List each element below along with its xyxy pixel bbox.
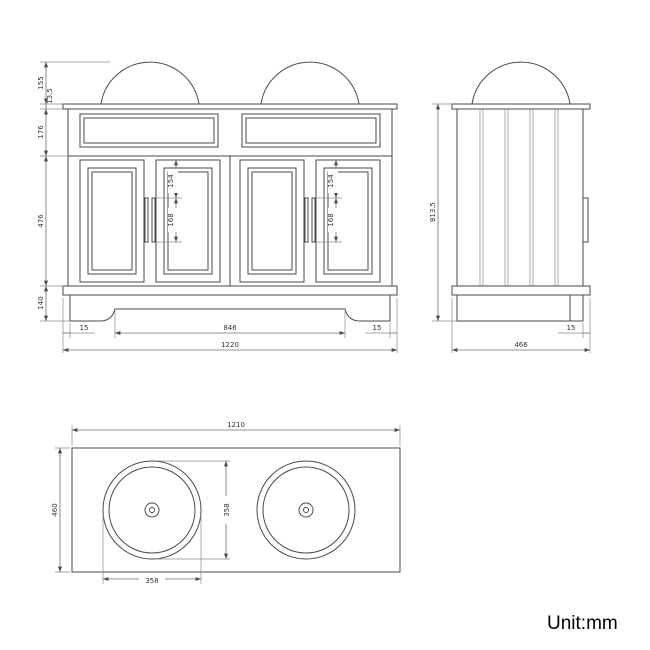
label-mask xyxy=(221,496,231,524)
door-1 xyxy=(79,159,145,283)
door-handle-left-b xyxy=(151,197,156,243)
plan-extension-lines xyxy=(55,425,401,584)
dim-front-overhang: 15 xyxy=(567,324,576,332)
top-rail-panel-left-inner xyxy=(83,117,215,144)
basin-drain-center xyxy=(303,507,309,513)
label-mask xyxy=(139,575,165,585)
dim-basin-diameter: 358 xyxy=(145,577,158,585)
top-rail-panel-left xyxy=(79,113,219,148)
door-panel xyxy=(323,167,373,275)
dim-top-rail-height: 176 xyxy=(37,125,45,139)
basin-drain-center xyxy=(149,507,155,513)
front-view: 155 13.5 176 476 140 154 168 154 168 15 … xyxy=(37,61,398,353)
plan-dimensions: 1210 460 358 358 xyxy=(51,421,401,585)
dim-counter-thickness: 13.5 xyxy=(46,88,54,104)
front-dimensions: 155 13.5 176 476 140 154 168 154 168 15 … xyxy=(37,61,398,353)
dim-plinth-height: 140 xyxy=(37,296,45,309)
dim-left-overhang: 15 xyxy=(80,324,89,332)
door-3 xyxy=(239,159,305,283)
dim-total-height: 813.5 xyxy=(429,202,437,222)
front-right-basin xyxy=(260,61,360,105)
dim-depth: 466 xyxy=(514,341,528,349)
plan-right-basin xyxy=(256,460,356,560)
door-panel xyxy=(87,167,137,275)
side-handle xyxy=(582,197,589,243)
dim-plinth-opening: 846 xyxy=(223,324,237,332)
plan-countertop xyxy=(71,447,401,573)
basin-drain xyxy=(144,502,160,518)
door-4 xyxy=(315,159,381,283)
basin-outer-rim xyxy=(256,460,356,560)
dim-basin-diameter-vertical: 358 xyxy=(223,503,231,516)
basin-inner-rim xyxy=(108,466,196,554)
front-extension-lines xyxy=(40,61,398,353)
side-view: 813.5 15 466 xyxy=(429,61,591,353)
top-rail-panel-right-inner xyxy=(245,117,377,144)
front-countertop xyxy=(62,103,398,110)
basin-outer-rim xyxy=(102,460,202,560)
dim-sink-height: 155 xyxy=(37,76,45,89)
side-countertop xyxy=(451,103,591,110)
door-panel-inner xyxy=(91,171,133,271)
plinth-molding xyxy=(62,285,398,296)
door-handle-right-b xyxy=(311,197,316,243)
side-plinth-molding xyxy=(451,285,591,296)
side-dimensions: 813.5 15 466 xyxy=(429,103,591,353)
plinth-profile xyxy=(69,294,391,322)
front-left-basin xyxy=(100,61,200,105)
label-mask xyxy=(328,208,338,232)
door-panel xyxy=(163,167,213,275)
dim-handle-offset-left: 154 xyxy=(167,174,175,188)
door-handle-right-a xyxy=(304,197,309,243)
side-plinth xyxy=(456,294,584,322)
plan-view: 1210 460 358 358 xyxy=(51,421,401,585)
dim-door-height: 476 xyxy=(37,214,45,228)
door-frame xyxy=(155,159,221,283)
door-handle-left-a xyxy=(144,197,149,243)
door-panel xyxy=(247,167,297,275)
door-frame xyxy=(315,159,381,283)
dim-total-width: 1220 xyxy=(221,341,239,349)
dim-right-overhang: 15 xyxy=(373,324,382,332)
dim-handle-length-right: 168 xyxy=(327,213,335,226)
door-2 xyxy=(155,159,221,283)
dim-handle-offset-right: 154 xyxy=(327,174,335,188)
label-mask xyxy=(168,169,178,193)
side-cabinet-body xyxy=(456,108,584,287)
basin-drain xyxy=(298,502,314,518)
label-mask xyxy=(168,208,178,232)
side-plank-grooves xyxy=(479,109,559,286)
plan-left-basin xyxy=(102,460,202,560)
dim-counter-width: 1210 xyxy=(227,421,245,429)
front-structure xyxy=(62,61,398,322)
side-structure xyxy=(451,61,591,322)
side-extension-lines xyxy=(432,103,591,353)
plan-structure xyxy=(71,447,401,573)
door-frame xyxy=(239,159,305,283)
unit-label: Unit:mm xyxy=(547,613,618,634)
door-panel-inner xyxy=(251,171,293,271)
dim-counter-depth: 460 xyxy=(51,503,59,516)
side-basin xyxy=(471,61,571,105)
dim-handle-length-left: 168 xyxy=(167,213,175,226)
basin-inner-rim xyxy=(262,466,350,554)
top-rail-panel-right xyxy=(241,113,381,148)
door-frame xyxy=(79,159,145,283)
label-mask xyxy=(328,169,338,193)
